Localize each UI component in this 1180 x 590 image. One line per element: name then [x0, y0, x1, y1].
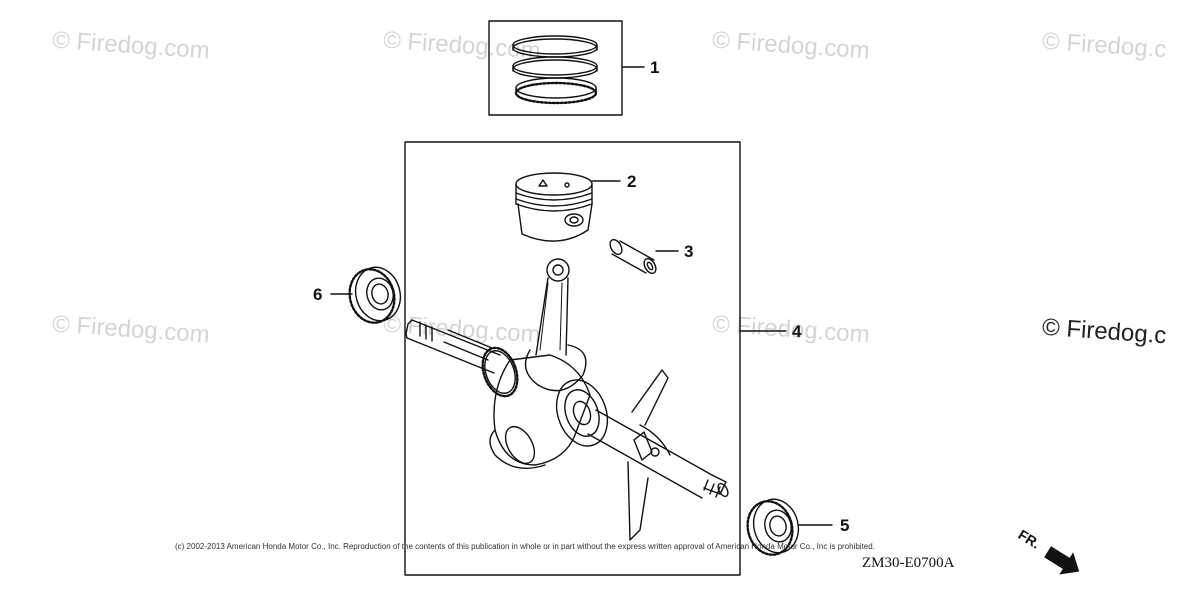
crankshaft-drawing: [405, 319, 729, 541]
oil-seal-right-drawing: [746, 498, 800, 556]
diagram-code: ZM30-E0700A: [862, 555, 955, 571]
callout-3: 3: [684, 242, 694, 261]
ring-box: [488, 20, 623, 116]
callout-2: 2: [627, 172, 637, 191]
callout-4: 4: [792, 322, 802, 341]
callout-5: 5: [840, 516, 850, 535]
oil-seal-left-drawing: [348, 266, 402, 324]
front-arrow-icon: [1044, 546, 1080, 575]
callout-1: 1: [650, 58, 660, 77]
piston-pin-drawing: [609, 238, 657, 275]
copyright-notice: (c) 2002-2013 American Honda Motor Co., …: [175, 542, 875, 551]
crank-box: [404, 141, 741, 576]
callout-6: 6: [313, 285, 323, 304]
connecting-rod-drawing: [524, 258, 587, 392]
piston-drawing: [515, 172, 593, 242]
piston-ring-set-drawing: [512, 35, 598, 105]
